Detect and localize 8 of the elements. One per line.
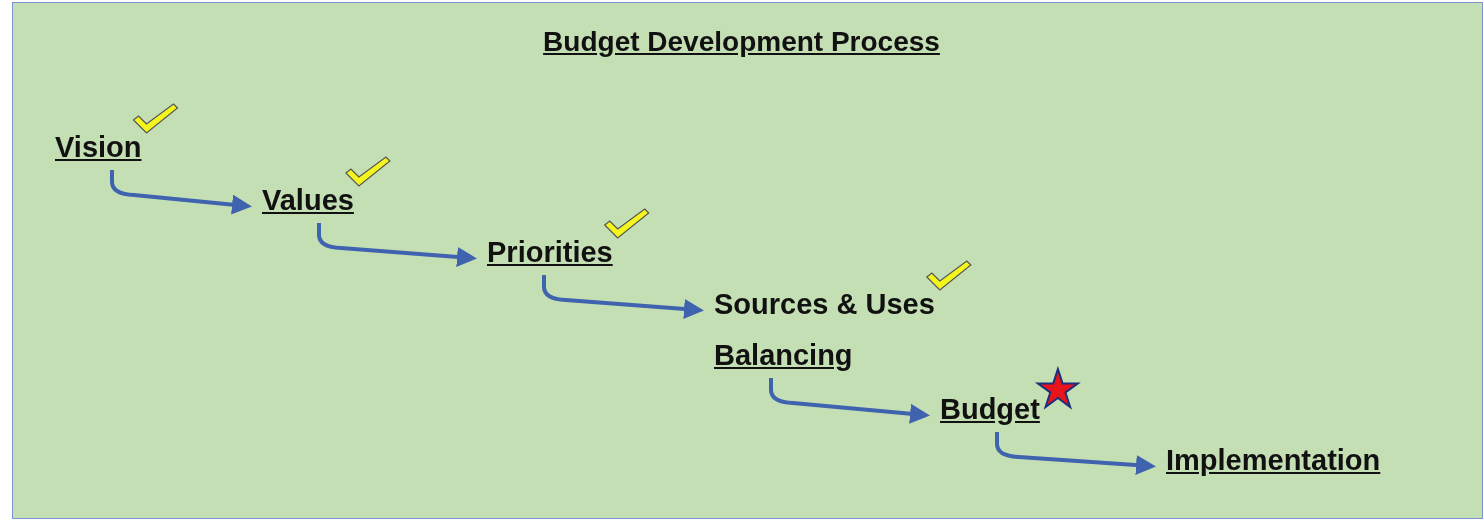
- step-label: Budget: [940, 392, 1040, 426]
- diagram-title: Budget Development Process: [543, 26, 940, 57]
- step-label: Implementation: [1166, 443, 1381, 477]
- step-label: Vision: [55, 130, 142, 164]
- step-label: Values: [262, 183, 354, 217]
- step-label: Balancing: [714, 338, 853, 372]
- step-label: Sources & Uses: [714, 287, 935, 321]
- step-label: Priorities: [487, 235, 613, 269]
